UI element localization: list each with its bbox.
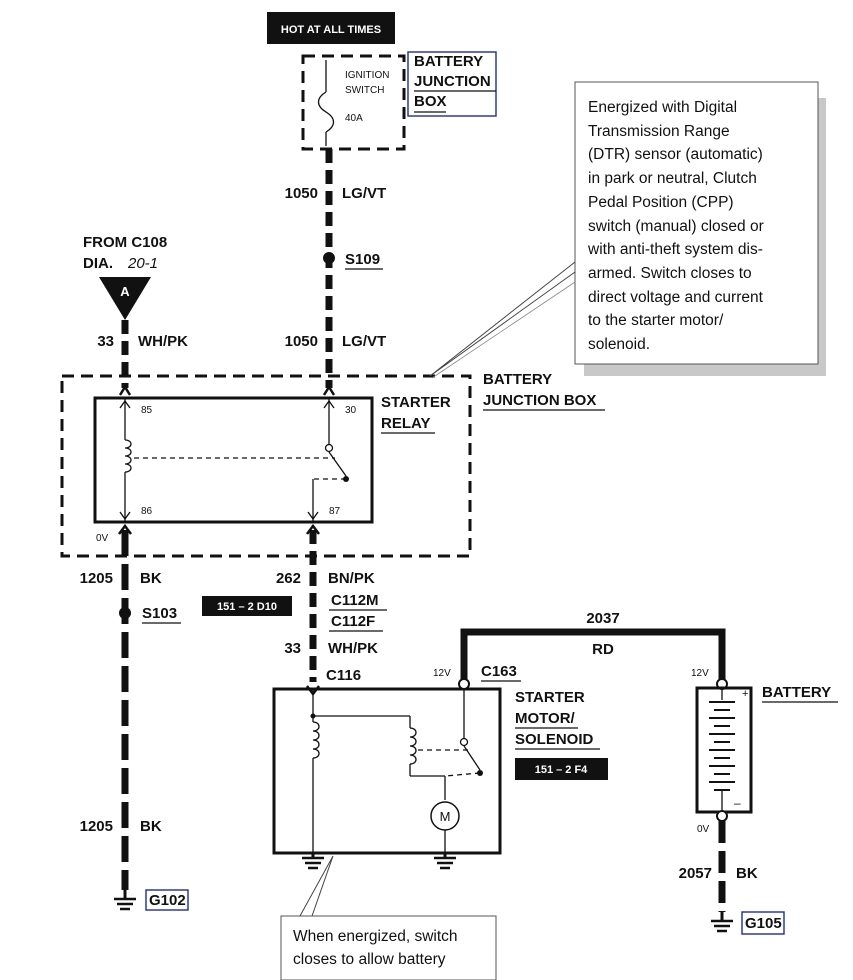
from-c108-line2-prefix: DIA. — [83, 255, 113, 272]
starter-relay: 85 30 86 87 STARTER RELAY — [93, 384, 451, 524]
motor-symbol: M — [440, 809, 451, 824]
connector-c112f: C112F — [331, 613, 375, 630]
note-top-line: switch (manual) closed or — [588, 217, 764, 235]
wire-1050-bottom-color: LG/VT — [342, 333, 386, 350]
starter-ground-symbols — [302, 853, 456, 870]
note-top-line: in park or neutral, Clutch — [588, 170, 757, 188]
wire-33-top-color: WH/PK — [138, 333, 188, 350]
battery-junction-box-outline — [60, 374, 472, 558]
note-top-line: with anti-theft system dis- — [588, 241, 763, 259]
relay-pin-87: 87 — [329, 506, 341, 517]
starter-title-line1: STARTER — [515, 689, 585, 706]
wire-1050-top-color: LG/VT — [342, 185, 386, 202]
fuse-box: IGNITION SWITCH 40A — [301, 54, 406, 151]
splice-s109 — [323, 252, 335, 264]
wire-2057-circuit: 2057 — [679, 865, 712, 882]
note-top-line: Energized with Digital — [588, 99, 738, 116]
note-bottom-pointer — [299, 855, 334, 917]
ground-g102-link[interactable]: G102 — [145, 889, 189, 911]
c163-terminal — [458, 678, 470, 690]
wire-33-bottom-color: WH/PK — [328, 640, 378, 657]
note-top-pointer — [429, 261, 576, 377]
wire-2057-color: BK — [736, 865, 758, 882]
fuse-rating: 40A — [345, 113, 363, 124]
connector-a-letter: A — [120, 284, 130, 299]
relay-location-line1: BATTERY — [483, 371, 552, 388]
ground-g105-symbol — [711, 912, 733, 933]
from-c108-diagram-ref[interactable]: 20-1 — [127, 255, 158, 272]
note-top-line: direct voltage and current — [588, 288, 763, 306]
hot-at-all-times-label: HOT AT ALL TIMES — [281, 24, 381, 36]
wire-1205-top-color: BK — [140, 570, 162, 587]
wire-1205-top-circuit: 1205 — [80, 570, 113, 587]
starter-motor-solenoid: M — [272, 686, 502, 855]
wire-1205-bottom-color: BK — [140, 818, 162, 835]
ground-g102-label: G102 — [149, 892, 186, 909]
starter-title-line3: SOLENOID — [515, 731, 594, 748]
wire-33-bottom-circuit: 33 — [284, 640, 301, 657]
battery-0v-label: 0V — [697, 824, 710, 835]
note-top-text: Energized with Digital Transmission Rang… — [588, 96, 813, 357]
note-top-line: Transmission Range — [588, 122, 730, 140]
relay-title-line2: RELAY — [381, 415, 430, 432]
connector-c112m: C112M — [331, 592, 379, 609]
fuse-name-line1: IGNITION — [345, 70, 389, 81]
battery-negative-terminal — [716, 810, 728, 822]
battery-plus: + — [742, 688, 748, 700]
note-bottom-text: When energized, switch closes to allow b… — [293, 925, 493, 971]
wire-1050-bottom-circuit: 1050 — [285, 333, 318, 350]
page-ref-left-label: 151 – 2 D10 — [217, 601, 277, 613]
relay-pin-85: 85 — [141, 405, 153, 416]
battery-title: BATTERY — [762, 684, 831, 701]
note-top-line: (DTR) sensor (automatic) — [588, 146, 763, 164]
fuse-location-line2: JUNCTION — [414, 73, 491, 90]
splice-s103 — [119, 607, 131, 619]
wire-262-circuit: 262 — [276, 570, 301, 587]
fuse-location-line3: BOX — [414, 93, 447, 110]
note-bottom-line: closes to allow battery — [293, 951, 446, 968]
battery: + – — [695, 686, 753, 814]
relay-pin-86: 86 — [141, 506, 153, 517]
wire-2037-color: RD — [592, 641, 614, 658]
relay-pin-30: 30 — [345, 405, 357, 416]
splice-s103-label: S103 — [142, 605, 177, 622]
relay-0v-label: 0V — [96, 533, 109, 544]
starter-12v-label: 12V — [433, 668, 451, 679]
battery-12v-label: 12V — [691, 668, 709, 679]
fuse-location-line1: BATTERY — [414, 53, 483, 70]
page-ref-right[interactable]: 151 – 2 F4 — [515, 758, 608, 780]
page-ref-right-label: 151 – 2 F4 — [535, 764, 588, 776]
wire-1205-bottom-circuit: 1205 — [80, 818, 113, 835]
note-top-line: armed. Switch closes to — [588, 264, 752, 282]
splice-s109-label: S109 — [345, 251, 380, 268]
hot-at-all-times-tag: HOT AT ALL TIMES — [267, 12, 395, 44]
ground-g102-symbol — [114, 890, 136, 911]
note-top-line: Pedal Position (CPP) — [588, 193, 734, 211]
ground-g105-label: G105 — [745, 915, 782, 932]
ground-g105-link[interactable]: G105 — [741, 911, 785, 935]
from-c108-line1: FROM C108 — [83, 234, 167, 251]
relay-location-line2: JUNCTION BOX — [483, 392, 596, 409]
note-top-line: to the starter motor/ — [588, 312, 724, 330]
wire-33-top-circuit: 33 — [97, 333, 114, 350]
page-ref-left[interactable]: 151 – 2 D10 — [202, 596, 292, 616]
relay-title-line1: STARTER — [381, 394, 451, 411]
note-top-line: solenoid. — [588, 336, 651, 354]
starter-title-line2: MOTOR/ — [515, 710, 576, 727]
connector-c116: C116 — [326, 667, 361, 684]
fuse-name-line2: SWITCH — [345, 85, 384, 96]
note-bottom-line: When energized, switch — [293, 928, 458, 945]
battery-minus: – — [734, 796, 741, 810]
wire-2037 — [460, 628, 726, 679]
wire-1050-top-circuit: 1050 — [285, 185, 318, 202]
wire-2037-circuit: 2037 — [586, 610, 619, 627]
fuse-location-link[interactable]: BATTERY JUNCTION BOX — [407, 51, 497, 117]
wire-262-color: BN/PK — [328, 570, 375, 587]
connector-c163: C163 — [481, 663, 517, 680]
connector-a-triangle — [99, 277, 151, 320]
